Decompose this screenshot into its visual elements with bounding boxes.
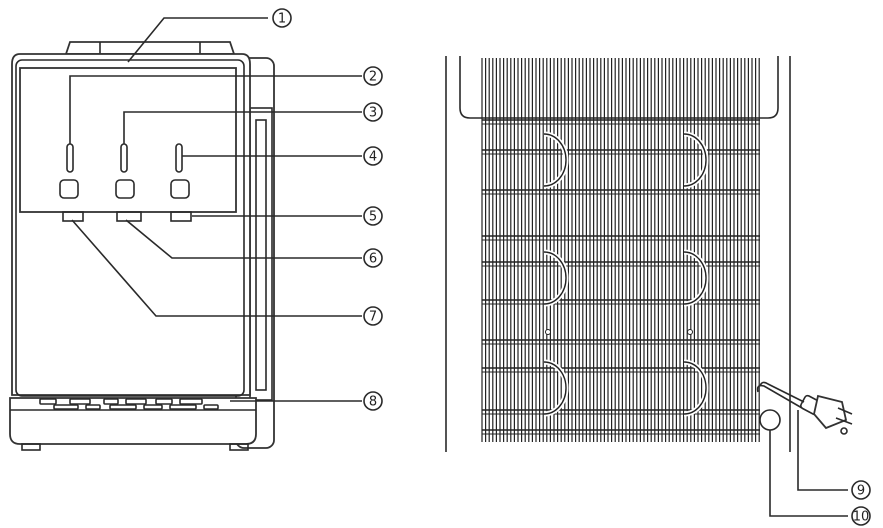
foot-right	[229, 443, 249, 451]
push-button-2	[115, 179, 135, 199]
callout-7: 7	[363, 306, 383, 326]
faucet-2	[116, 211, 142, 222]
svg-text:4: 4	[369, 150, 377, 165]
faucet-3	[170, 211, 192, 222]
push-button-1	[59, 179, 79, 199]
svg-text:1: 1	[278, 12, 286, 27]
svg-text:3: 3	[369, 106, 377, 121]
callout-2: 2	[363, 66, 383, 86]
indicator-light-3	[175, 143, 183, 173]
callout-6: 6	[363, 248, 383, 268]
svg-text:8: 8	[369, 395, 377, 410]
rear-view	[445, 56, 853, 517]
callout-8: 8	[363, 391, 383, 411]
control-panel	[19, 67, 237, 213]
svg-text:7: 7	[369, 310, 377, 325]
callout-5: 5	[363, 206, 383, 226]
svg-text:5: 5	[369, 210, 377, 225]
svg-text:6: 6	[369, 252, 377, 267]
callout-1: 1	[272, 8, 292, 28]
svg-text:10: 10	[853, 510, 870, 525]
condenser-coil	[481, 58, 760, 442]
drip-tray-grille	[39, 398, 219, 410]
svg-text:9: 9	[857, 484, 865, 499]
callout-10: 10	[851, 506, 871, 526]
top-lid	[64, 41, 236, 55]
callout-4: 4	[363, 146, 383, 166]
foot-left	[21, 443, 41, 451]
callout-3: 3	[363, 102, 383, 122]
svg-text:2: 2	[369, 70, 377, 85]
push-button-3	[170, 179, 190, 199]
callout-9: 9	[851, 480, 871, 500]
cable-port	[759, 409, 781, 431]
front-view	[9, 17, 362, 451]
power-plug-icon	[756, 381, 853, 435]
